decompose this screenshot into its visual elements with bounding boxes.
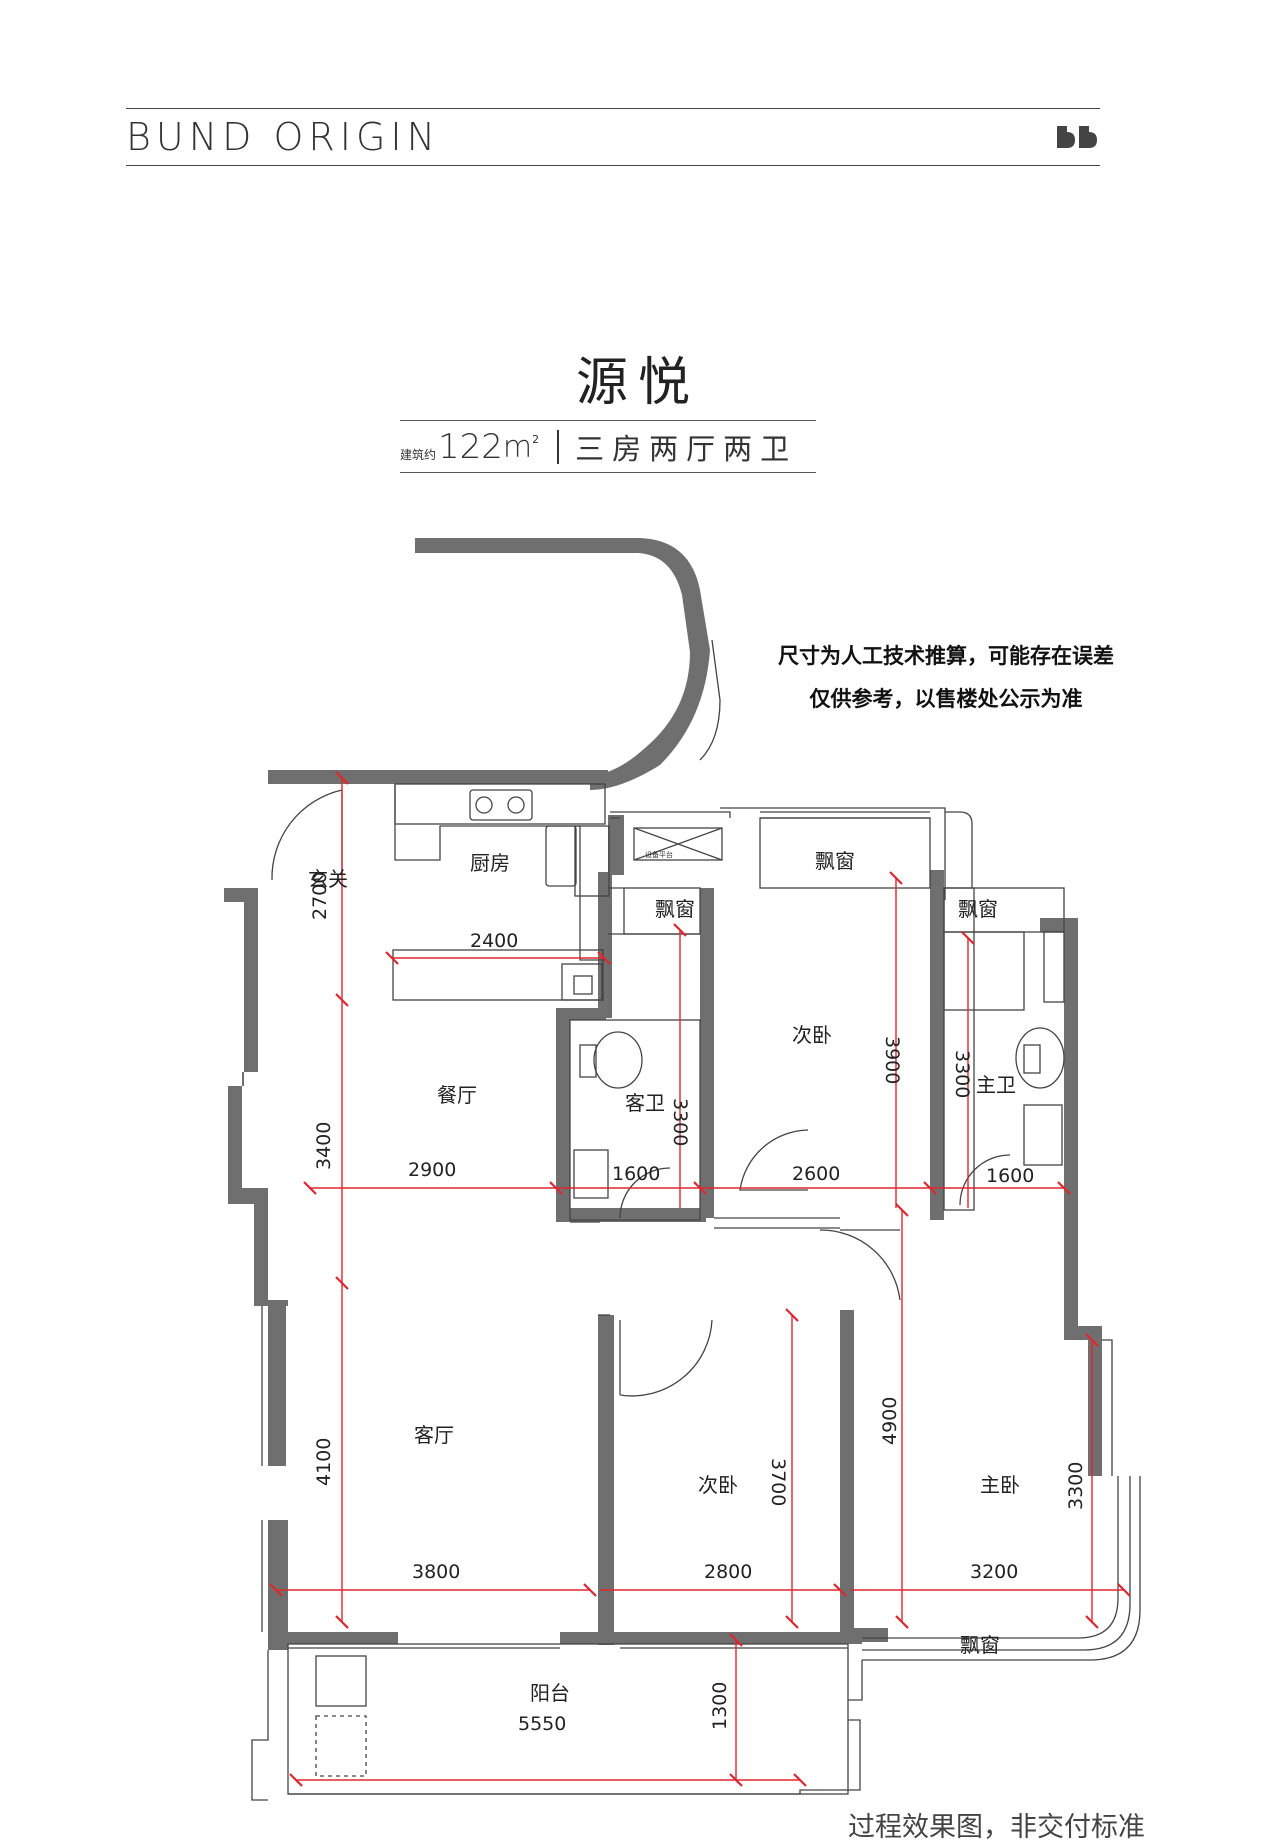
dim-balcony-height: 1300 [709, 1682, 731, 1730]
label-entrance: 玄关 [308, 867, 348, 891]
brand-wordmark: BUND ORIGIN [126, 115, 441, 159]
header-bottom-rule [126, 165, 1100, 166]
dim-living-height: 4100 [313, 1438, 335, 1486]
label-living: 客厅 [414, 1423, 454, 1447]
label-master-bedroom: 主卧 [980, 1473, 1020, 1497]
room-layout: 三房两厅两卫 [575, 432, 798, 466]
label-bay-window-bottom: 飘窗 [960, 1633, 1000, 1657]
plan-thin-lines [251, 639, 1141, 1801]
area-value: 122 [438, 427, 503, 467]
dim-living-width: 3800 [412, 1561, 460, 1583]
dim-master-height-right: 3300 [1065, 1462, 1087, 1510]
label-kitchen: 厨房 [470, 851, 510, 875]
dim-kitchen-width: 2400 [470, 930, 518, 952]
dimension-lines [276, 778, 1124, 1781]
dim-guest-bath-width: 1600 [612, 1163, 660, 1185]
dim-dining-height: 3400 [313, 1122, 335, 1170]
label-equipment-platform: 设备平台 [645, 850, 673, 859]
spec-divider [557, 430, 560, 464]
label-bedroom-bottom: 次卧 [698, 1473, 738, 1497]
area-unit: m [502, 429, 533, 465]
label-bay-window-master: 飘窗 [958, 897, 998, 921]
unit-spec: 建筑约 122 m 2 三房两厅两卫 [400, 424, 816, 470]
spec-bottom-rule [400, 472, 816, 473]
dim-guest-bath-height: 3300 [669, 1098, 691, 1146]
dim-dining-width: 2900 [408, 1159, 456, 1181]
dim-balcony-width: 5550 [518, 1713, 566, 1735]
dim-entrance-height: 2700 [309, 872, 331, 920]
label-bay-window-top: 飘窗 [815, 849, 855, 873]
page-title: 源悦 [575, 353, 700, 413]
dim-master-height-left: 4900 [879, 1397, 901, 1445]
dim-bedroom-top-width: 2600 [792, 1163, 840, 1185]
dim-bedroom-bottom-width: 2800 [704, 1561, 752, 1583]
plan-walls [224, 538, 1102, 1650]
label-balcony: 阳台 [530, 1681, 570, 1705]
label-bedroom-top: 次卧 [792, 1023, 832, 1047]
dim-bedroom-top-height: 3900 [881, 1036, 903, 1084]
disclaimer-line-1: 尺寸为人工技术推算，可能存在误差 [778, 644, 1114, 668]
header-top-rule [126, 108, 1100, 109]
area-prefix: 建筑约 [400, 447, 437, 462]
dim-master-width: 3200 [970, 1561, 1018, 1583]
dim-master-bath-width: 1600 [986, 1165, 1034, 1187]
disclaimer-line-2: 仅供参考，以售楼处公示为准 [809, 687, 1083, 711]
label-guest-bath: 客卫 [625, 1091, 665, 1115]
dim-bedroom-bottom-height: 3700 [767, 1458, 789, 1506]
dim-master-bath-height: 3300 [951, 1050, 973, 1098]
double-arch-logo-icon [1057, 126, 1097, 148]
label-master-bath: 主卫 [976, 1073, 1016, 1097]
label-bay-window-guest: 飘窗 [655, 897, 695, 921]
area-unit-sup: 2 [532, 432, 540, 446]
dimension-ticks [269, 771, 1131, 1787]
label-dining: 餐厅 [437, 1083, 477, 1107]
spec-top-rule [400, 420, 816, 421]
footnote: 过程效果图，非交付标准 [848, 1812, 1145, 1843]
